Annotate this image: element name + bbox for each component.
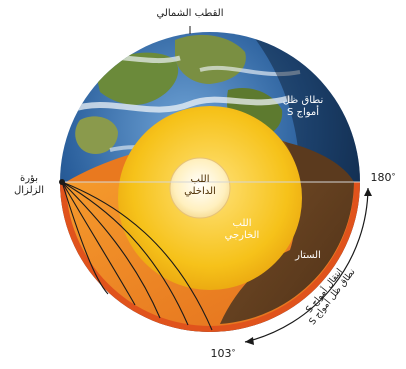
cloud-band bbox=[68, 95, 291, 113]
s-shadow-zone-line1: نطاق ظل bbox=[282, 95, 324, 106]
shadow-zone-arc bbox=[244, 187, 369, 343]
angle-180-label: 180° bbox=[368, 171, 398, 185]
ray-path bbox=[61, 181, 109, 295]
ray-path bbox=[61, 181, 136, 306]
inner-core-line1: اللب bbox=[190, 174, 210, 185]
inner-core-label: اللب الداخلي bbox=[176, 174, 224, 197]
cloud-band bbox=[199, 65, 301, 77]
focus-label: بؤرة الزلزال bbox=[6, 173, 52, 196]
earthquake-focus bbox=[59, 179, 65, 185]
ray-path bbox=[61, 181, 213, 331]
ray-path bbox=[61, 181, 161, 319]
north-pole-label: القطب الشمالي bbox=[156, 8, 224, 19]
cloud-band bbox=[89, 54, 181, 64]
night-shade bbox=[250, 32, 360, 182]
angle-103-label: 103° bbox=[208, 347, 238, 361]
s-shadow-zone-line2: أمواج S bbox=[286, 106, 320, 118]
inner-core-line2: الداخلي bbox=[184, 185, 216, 197]
outer-core-label: اللب الخارجي bbox=[214, 218, 270, 241]
s-wave-shadow-upper bbox=[285, 142, 354, 182]
arc-arrow-top bbox=[364, 188, 372, 196]
seismic-ray-paths bbox=[61, 181, 213, 331]
angle-180-value: 180 bbox=[370, 171, 392, 184]
ray-path bbox=[61, 181, 189, 326]
mantle-label: الستار bbox=[295, 250, 321, 261]
focus-line2: الزلزال bbox=[14, 184, 44, 196]
land-mass bbox=[95, 52, 179, 105]
angle-180-degree: ° bbox=[391, 172, 396, 181]
land-mass bbox=[175, 34, 246, 84]
outer-core-line1: اللب bbox=[232, 218, 252, 229]
outer-core-line2: الخارجي bbox=[224, 229, 260, 241]
angle-103-degree: ° bbox=[231, 348, 236, 357]
focus-line1: بؤرة bbox=[19, 173, 39, 184]
s-shadow-zone-label-top: نطاق ظل أمواج S bbox=[278, 95, 328, 118]
land-mass bbox=[75, 116, 118, 154]
arc-arrow-bottom bbox=[245, 337, 254, 345]
angle-103-value: 103 bbox=[210, 347, 232, 360]
inner-core bbox=[169, 157, 231, 219]
